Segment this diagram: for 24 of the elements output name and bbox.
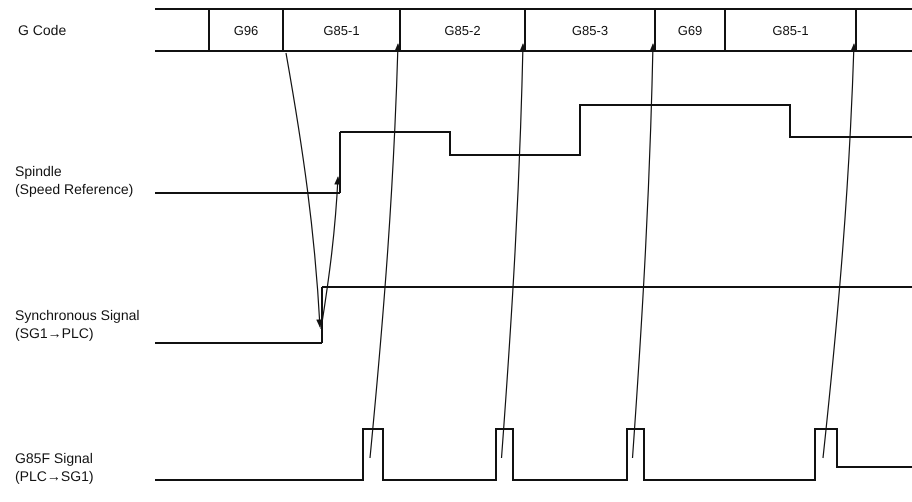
signal-name: Synchronous Signal (SG1→PLC) bbox=[15, 306, 140, 342]
signal-name: G85F Signal (PLC→SG1) bbox=[15, 449, 94, 485]
arrow bbox=[822, 43, 858, 458]
g-code-cell: G85-2 bbox=[399, 8, 526, 52]
pulse bbox=[814, 428, 838, 480]
empty-cell bbox=[855, 8, 912, 52]
pulse bbox=[626, 428, 645, 480]
pulse bbox=[362, 428, 384, 480]
g-code-cell: G69 bbox=[654, 8, 726, 52]
arrow bbox=[285, 52, 323, 328]
arrow bbox=[632, 43, 656, 458]
pulse bbox=[495, 428, 514, 480]
arrow bbox=[369, 43, 402, 458]
rising-edge bbox=[339, 132, 341, 193]
signal-name: G Code bbox=[18, 21, 66, 39]
rising-edge bbox=[321, 287, 323, 343]
g-code-cell: G85-1 bbox=[724, 8, 857, 52]
arrow bbox=[500, 43, 526, 458]
empty-cell bbox=[155, 8, 210, 52]
g-code-cell: G85-1 bbox=[282, 8, 401, 52]
signal-name: Spindle (Speed Reference) bbox=[15, 162, 134, 198]
g-code-cell: G85-3 bbox=[524, 8, 656, 52]
arrow bbox=[320, 176, 341, 330]
g-code-cell: G96 bbox=[208, 8, 284, 52]
